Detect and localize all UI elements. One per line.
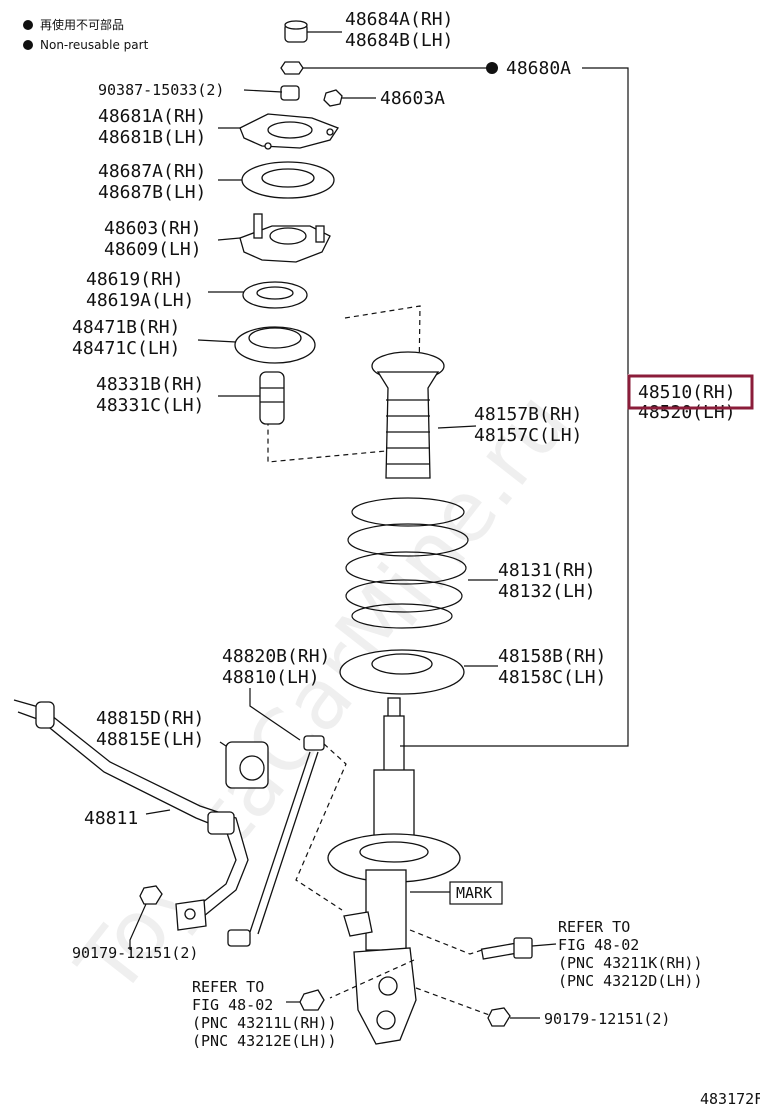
label-48331-line1[interactable]: 48331B(RH) (96, 374, 204, 395)
label-90179-right[interactable]: 90179-12151(2) (544, 1010, 670, 1028)
seat-48471-part (234, 326, 316, 364)
bearing-48619-part (242, 281, 308, 309)
label-48132[interactable]: 48132(LH) (498, 581, 596, 602)
support-48603-part (239, 213, 331, 263)
bumper-48331-part (259, 371, 285, 425)
diagram-id: 483172F (700, 1090, 760, 1108)
label-48157-line2[interactable]: 48157C(LH) (474, 425, 582, 446)
nut-90387-part (280, 85, 300, 101)
label-48684-line1[interactable]: 48684A(RH) (345, 9, 453, 30)
bracket-48681-part (239, 113, 339, 150)
mark-box (449, 881, 503, 905)
boot-48157-part (371, 351, 445, 479)
label-48680a[interactable]: 48680A (506, 58, 571, 79)
label-48158-line1[interactable]: 48158B(RH) (498, 646, 606, 667)
legend: 再使用不可部品 Non-reusable part (23, 17, 149, 52)
label-48603-line1[interactable]: 48603(RH) (104, 218, 202, 239)
bushing-48815-part (225, 741, 269, 789)
label-48331-line2[interactable]: 48331C(LH) (96, 395, 204, 416)
legend-japanese: 再使用不可部品 (40, 17, 124, 32)
label-48815-line1[interactable]: 48815D(RH) (96, 708, 204, 729)
nut-lower-part (299, 989, 325, 1011)
refer-fig-lower-line1[interactable]: REFER TO (192, 978, 264, 996)
refer-fig-upper-line3[interactable]: (PNC 43211K(RH)) (558, 954, 703, 972)
label-48510-rh[interactable]: 48510(RH) (638, 382, 736, 403)
label-48520-lh[interactable]: 48520(LH) (638, 402, 736, 423)
insulator-48158-part (339, 649, 465, 695)
stabilizer-link-48820-part (227, 735, 325, 947)
label-48157-line1[interactable]: 48157B(RH) (474, 404, 582, 425)
nut-90179-right-part (487, 1007, 511, 1027)
label-48811[interactable]: 48811 (84, 808, 138, 829)
label-48471-line1[interactable]: 48471B(RH) (72, 317, 180, 338)
nut-48603a-part (323, 89, 343, 107)
label-48619-line1[interactable]: 48619(RH) (86, 269, 184, 290)
label-48687-line1[interactable]: 48687A(RH) (98, 161, 206, 182)
non-reusable-dot-icon (23, 40, 33, 50)
label-48820-line1[interactable]: 48820B(RH) (222, 646, 330, 667)
label-48687-line2[interactable]: 48687B(LH) (98, 182, 206, 203)
watermark: ToyotaCarMine.ru (58, 374, 588, 1013)
refer-fig-upper-line4[interactable]: (PNC 43212D(LH)) (558, 972, 703, 990)
label-90179-left[interactable]: 90179-12151(2) (72, 944, 198, 962)
bracket-plate-part (175, 899, 207, 931)
shock-absorber-48510-part (327, 697, 461, 1045)
highlight-box-48510 (627, 374, 754, 410)
label-48131[interactable]: 48131(RH) (498, 560, 596, 581)
label-48820-line2[interactable]: 48810(LH) (222, 667, 320, 688)
non-reusable-dot-icon (23, 20, 33, 30)
label-48681-line1[interactable]: 48681A(RH) (98, 106, 206, 127)
nut-48680a-part (280, 61, 304, 75)
label-48684-line2[interactable]: 48684B(LH) (345, 30, 453, 51)
refer-fig-lower-line2[interactable]: FIG 48-02 (192, 996, 273, 1014)
refer-fig-lower-line4[interactable]: (PNC 43212E(LH)) (192, 1032, 337, 1050)
refer-fig-lower-line3[interactable]: (PNC 43211L(RH)) (192, 1014, 337, 1032)
label-48681-line2[interactable]: 48681B(LH) (98, 127, 206, 148)
cap-48684-part (284, 20, 308, 43)
stabilizer-bar-48811-part (13, 699, 249, 927)
labels: 48684A(RH) 48684B(LH) 48680A 90387-15033… (72, 9, 760, 1108)
nut-90179-left-part (139, 885, 163, 905)
refer-fig-upper-line1[interactable]: REFER TO (558, 918, 630, 936)
bolt-part (480, 937, 533, 960)
label-48619-line2[interactable]: 48619A(LH) (86, 290, 194, 311)
label-mark: MARK (456, 884, 492, 902)
non-reusable-dot-icon (486, 62, 498, 74)
plate-48687-part (241, 161, 335, 199)
label-48471-line2[interactable]: 48471C(LH) (72, 338, 180, 359)
label-48815-line2[interactable]: 48815E(LH) (96, 729, 204, 750)
label-48158-line2[interactable]: 48158C(LH) (498, 667, 606, 688)
label-48603-line2[interactable]: 48609(LH) (104, 239, 202, 260)
label-48603a[interactable]: 48603A (380, 88, 445, 109)
coil-spring-48131-part (345, 497, 469, 629)
refer-fig-upper-line2[interactable]: FIG 48-02 (558, 936, 639, 954)
legend-english: Non-reusable part (40, 38, 149, 52)
label-90387[interactable]: 90387-15033(2) (98, 81, 224, 99)
